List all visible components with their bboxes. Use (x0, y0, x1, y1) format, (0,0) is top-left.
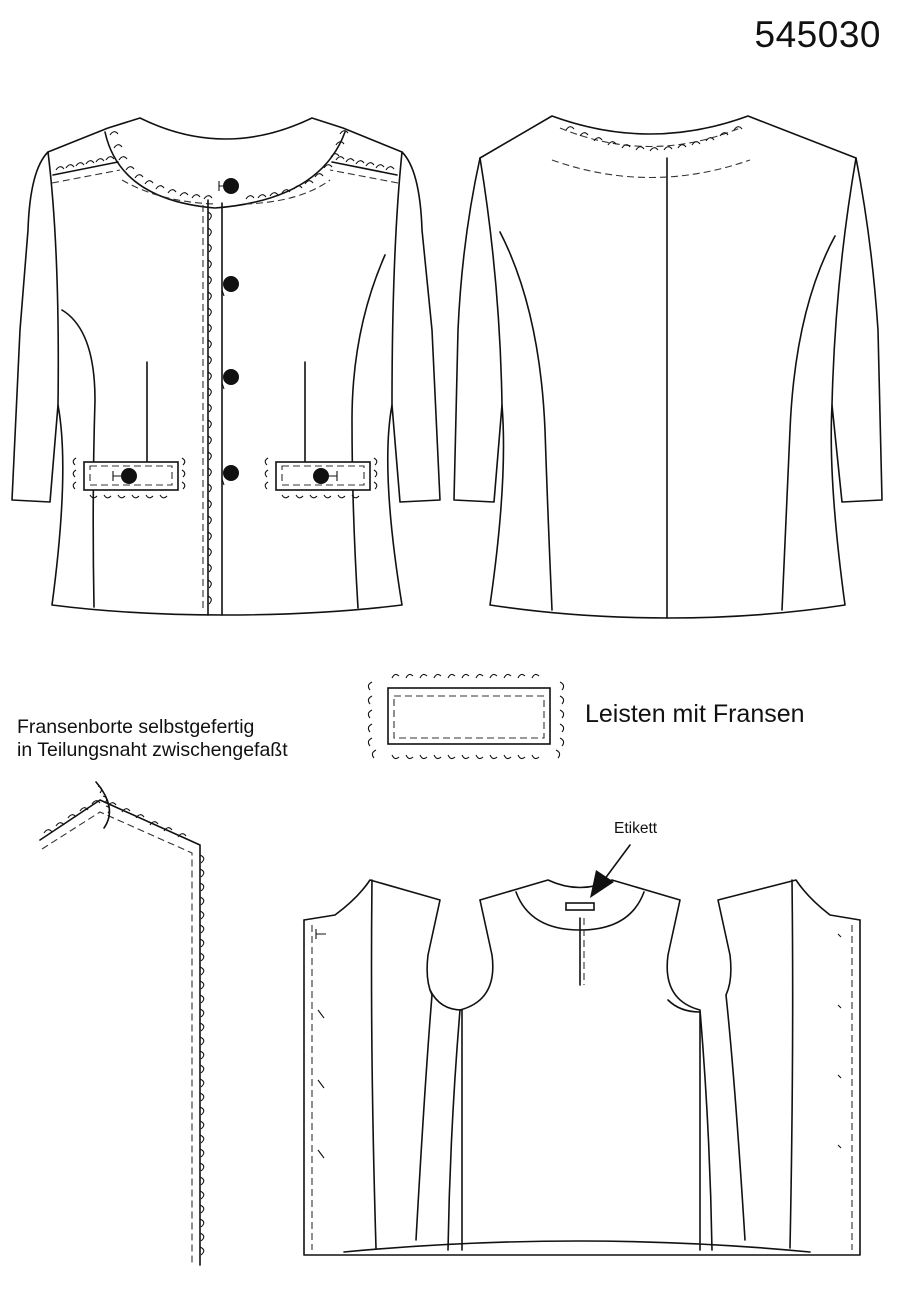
fringe-strip-detail (367, 673, 565, 760)
fringe-seam-detail (39, 781, 205, 1266)
lining-layout (303, 844, 861, 1256)
front-pocket-strip-left (72, 457, 186, 499)
front-view (11, 117, 441, 616)
label-tag-callout: Etikett (614, 820, 658, 837)
style-number: 545030 (754, 14, 881, 55)
front-band-fringe (207, 211, 212, 605)
back-neck-fringe (565, 126, 743, 152)
front-buttons (218, 178, 239, 486)
fringe-strips-label: Leisten mit Fransen (585, 700, 805, 728)
fringe-note: Fransenborte selbstgefertig in Teilungsn… (17, 716, 288, 762)
back-view (453, 115, 883, 619)
fringe-note-line-2: in Teilungsnaht zwischengefaßt (17, 739, 288, 761)
fringe-note-line-1: Fransenborte selbstgefertig (17, 716, 255, 738)
neckline-fringe (55, 130, 395, 200)
front-pocket-strip-right (264, 457, 378, 499)
